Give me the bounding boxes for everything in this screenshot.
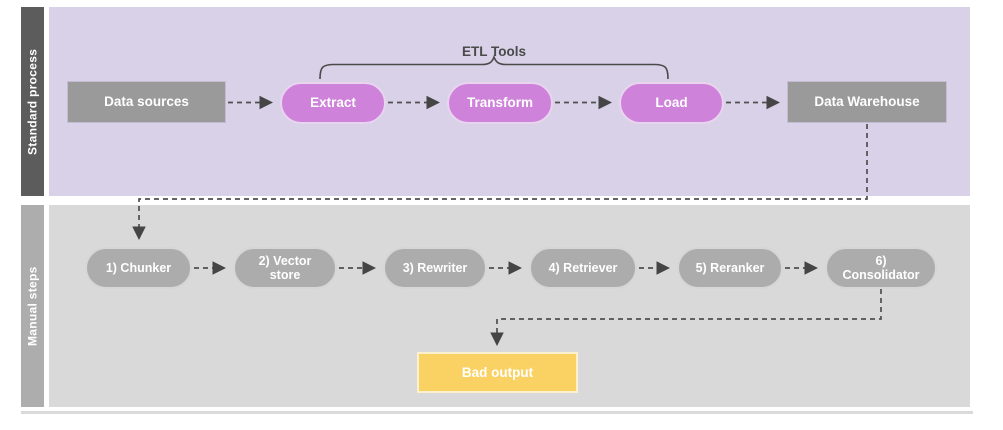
node-consolidator-label: 6) Consolidator [842, 253, 920, 282]
node-load-label: Load [655, 95, 688, 111]
lane-label-standard-process-text: Standard process [25, 48, 40, 155]
node-reranker-label: 5) Reranker [695, 260, 765, 275]
lane-label-manual-steps-text: Manual steps [25, 266, 40, 346]
node-data-warehouse-label: Data Warehouse [814, 94, 920, 110]
node-rewriter: 3) Rewriter [383, 247, 487, 289]
node-retriever: 4) Retriever [529, 247, 637, 289]
canvas-bottom-edge [21, 411, 973, 414]
node-transform-label: Transform [466, 95, 534, 111]
etl-tools-label: ETL Tools [462, 44, 526, 59]
node-chunker-label: 1) Chunker [105, 260, 172, 275]
node-rewriter-label: 3) Rewriter [402, 260, 468, 275]
lane-label-manual-steps: Manual steps [21, 205, 44, 407]
node-reranker: 5) Reranker [677, 247, 783, 289]
node-data-warehouse: Data Warehouse [787, 81, 947, 123]
node-load: Load [619, 82, 724, 124]
node-bad-output-label: Bad output [461, 364, 534, 380]
node-transform: Transform [447, 82, 553, 124]
node-extract: Extract [280, 82, 386, 124]
node-consolidator: 6) Consolidator [825, 247, 937, 289]
node-retriever-label: 4) Retriever [548, 260, 618, 275]
node-data-sources: Data sources [67, 81, 226, 123]
node-vector-store-label: 2) Vector store [258, 253, 312, 282]
node-extract-label: Extract [310, 95, 356, 111]
node-data-sources-label: Data sources [104, 94, 189, 110]
node-chunker: 1) Chunker [85, 247, 192, 289]
lane-label-standard-process: Standard process [21, 7, 44, 196]
node-bad-output: Bad output [417, 352, 578, 393]
node-vector-store: 2) Vector store [233, 247, 337, 289]
